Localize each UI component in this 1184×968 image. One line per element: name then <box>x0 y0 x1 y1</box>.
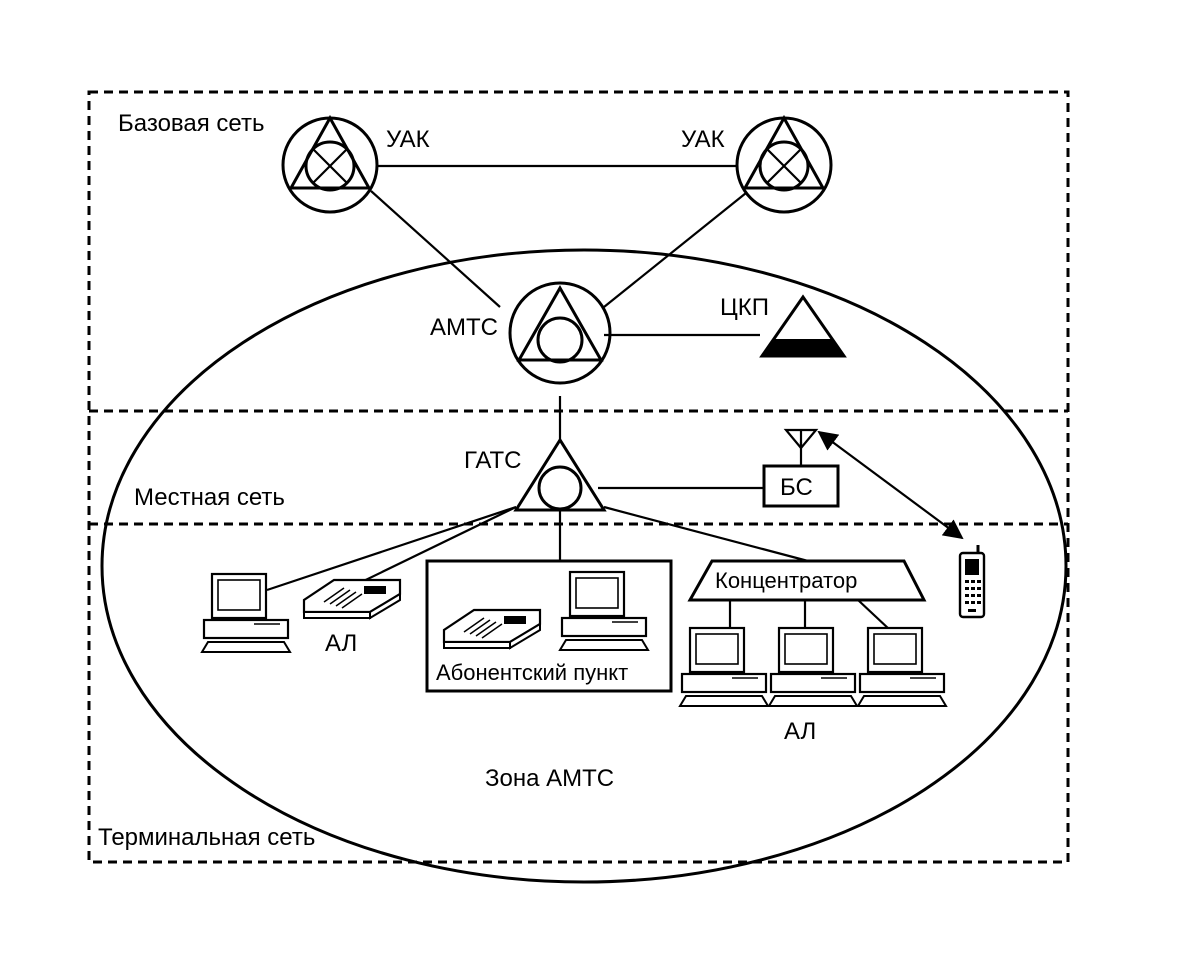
ckp-label: ЦКП <box>720 294 769 321</box>
terminal-network-label: Терминальная сеть <box>98 824 315 851</box>
concentrator-box <box>687 559 927 602</box>
gats-node-icon <box>513 437 607 512</box>
subscriber-point-label: Абонентский пункт <box>436 660 628 685</box>
base-network-label: Базовая сеть <box>118 110 264 137</box>
computer-icon <box>558 570 650 651</box>
al-left-label: АЛ <box>325 630 357 657</box>
connections <box>266 164 964 631</box>
mobile-phone <box>958 545 986 619</box>
amts-zone-ellipse <box>100 248 1068 884</box>
computer-concentrator-2 <box>767 626 859 707</box>
subscriber-point-box <box>425 559 673 693</box>
fax-subscriber-point <box>442 608 542 650</box>
terminal-network-border <box>87 90 1070 864</box>
al-right-label: АЛ <box>784 718 816 745</box>
ckp-node <box>759 294 847 358</box>
switching-node-icon <box>281 114 379 214</box>
local-network-label: Местная сеть <box>134 484 285 511</box>
antenna-icon <box>783 428 819 466</box>
fax-telephone-icon <box>442 608 542 650</box>
gats-label: ГАТС <box>464 447 522 474</box>
zone-label: Зона АМТС <box>485 765 614 792</box>
uak-right-node <box>735 114 833 214</box>
amts-node-icon <box>508 281 612 385</box>
gats-node <box>513 437 607 512</box>
switching-node-icon <box>735 114 833 214</box>
fax-left <box>302 578 402 620</box>
computer-icon <box>200 572 292 653</box>
concentrator-label: Концентратор <box>715 568 857 593</box>
uak-left-label: УАК <box>386 126 430 153</box>
computer-icon <box>856 626 948 707</box>
fax-telephone-icon <box>302 578 402 620</box>
computer-concentrator-3 <box>856 626 948 707</box>
mobile-phone-icon <box>958 545 986 619</box>
computer-concentrator-1 <box>678 626 770 707</box>
uak-left-node <box>281 114 379 214</box>
bs-node <box>762 428 840 508</box>
computer-icon <box>767 626 859 707</box>
amts-node <box>508 281 612 385</box>
computer-subscriber-point <box>558 570 650 651</box>
computer-left <box>200 572 292 653</box>
amts-label: АМТС <box>430 314 498 341</box>
uak-right-label: УАК <box>681 126 725 153</box>
computer-icon <box>678 626 770 707</box>
bs-label: БС <box>780 474 813 501</box>
ckp-triangle-icon <box>759 294 847 358</box>
